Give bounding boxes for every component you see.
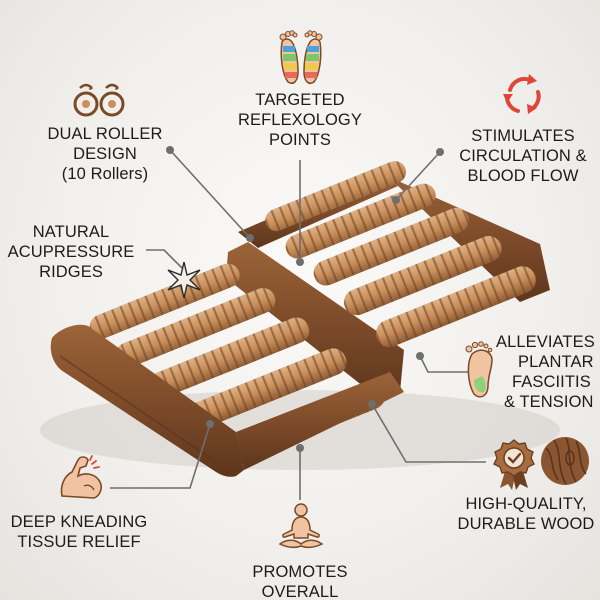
callout-line: DESIGN xyxy=(73,145,137,163)
callout-line: OVERALL xyxy=(261,583,339,600)
feet-map-icon xyxy=(279,30,323,84)
callout-line: REFLEXOLOGY xyxy=(238,111,362,129)
roller xyxy=(181,348,347,432)
leader-dot xyxy=(416,352,424,360)
leader-wood xyxy=(371,403,486,463)
callout-acupressure: NATURAL ACUPRESSURE RIDGES xyxy=(0,222,142,282)
meditation-icon xyxy=(278,503,324,549)
callout-line: RIDGES xyxy=(39,263,103,281)
roller xyxy=(89,263,240,339)
leader-dot xyxy=(296,444,304,452)
roller xyxy=(375,266,536,348)
leader-circulation xyxy=(395,151,441,201)
callout-line: HIGH-QUALITY, xyxy=(465,495,587,513)
quality-badge-icon xyxy=(493,439,535,490)
callout-line: ACUPRESSURE xyxy=(7,243,135,261)
foot-sole-icon xyxy=(465,341,493,398)
callout-line: STIMULATES xyxy=(471,127,575,145)
recycle-arrows-icon xyxy=(503,74,541,114)
roller xyxy=(147,317,310,399)
leader-dot xyxy=(166,146,174,154)
leader-dual-roller xyxy=(169,149,251,239)
callout-wood: HIGH-QUALITY, DURABLE WOOD xyxy=(452,494,600,534)
callout-dual-roller: DUAL ROLLER DESIGN (10 Rollers) xyxy=(30,124,180,184)
rollers-icon xyxy=(73,83,125,117)
frame-grain-line xyxy=(59,355,217,463)
callout-line: (10 Rollers) xyxy=(61,165,149,183)
callout-line: POINTS xyxy=(268,131,332,149)
callout-line: DURABLE WOOD xyxy=(457,515,595,533)
callout-line: BLOOD FLOW xyxy=(467,167,579,185)
wood-grain-icon xyxy=(541,437,589,485)
roller xyxy=(115,287,276,368)
leader-plantar xyxy=(419,355,486,373)
starburst-icon xyxy=(167,262,201,298)
callout-line: DEEP KNEADING xyxy=(10,513,148,531)
callout-plantar: ALLEVIATES PLANTAR FASCIITIS & TENSION xyxy=(496,332,600,412)
callout-line: PLANTAR xyxy=(518,353,594,371)
callout-reflexology: TARGETED REFLEXOLOGY POINTS xyxy=(220,90,380,150)
callout-line: ALLEVIATES xyxy=(496,333,595,351)
leader-dot xyxy=(246,234,254,242)
roller xyxy=(313,207,469,286)
leader-dot xyxy=(296,258,304,266)
leader-dot xyxy=(436,148,444,156)
callout-line: TISSUE RELIEF xyxy=(17,533,141,551)
roller xyxy=(343,235,502,316)
callout-line: & TENSION xyxy=(504,393,594,411)
callout-promotes: PROMOTES OVERALL xyxy=(230,562,370,600)
frame-center-divider xyxy=(226,242,404,398)
leader-dot xyxy=(368,400,376,408)
callout-line: NATURAL xyxy=(32,223,110,241)
callout-line: DUAL ROLLER xyxy=(47,125,163,143)
flexed-arm-icon xyxy=(60,455,102,499)
leader-dot xyxy=(392,196,400,204)
frame-front-left-end xyxy=(50,324,245,477)
callout-circulation: STIMULATES CIRCULATION & BLOOD FLOW xyxy=(448,126,598,186)
callout-line: CIRCULATION & xyxy=(459,147,587,165)
leader-acupressure xyxy=(146,249,183,269)
callout-line: TARGETED xyxy=(255,91,345,109)
frame-front-rail xyxy=(236,372,404,470)
leader-dot xyxy=(206,420,214,428)
callout-line: PROMOTES xyxy=(252,563,348,581)
callout-line: FASCIITIS xyxy=(512,373,591,391)
callout-kneading: DEEP KNEADING TISSUE RELIEF xyxy=(0,512,158,552)
leader-kneading xyxy=(110,423,211,489)
